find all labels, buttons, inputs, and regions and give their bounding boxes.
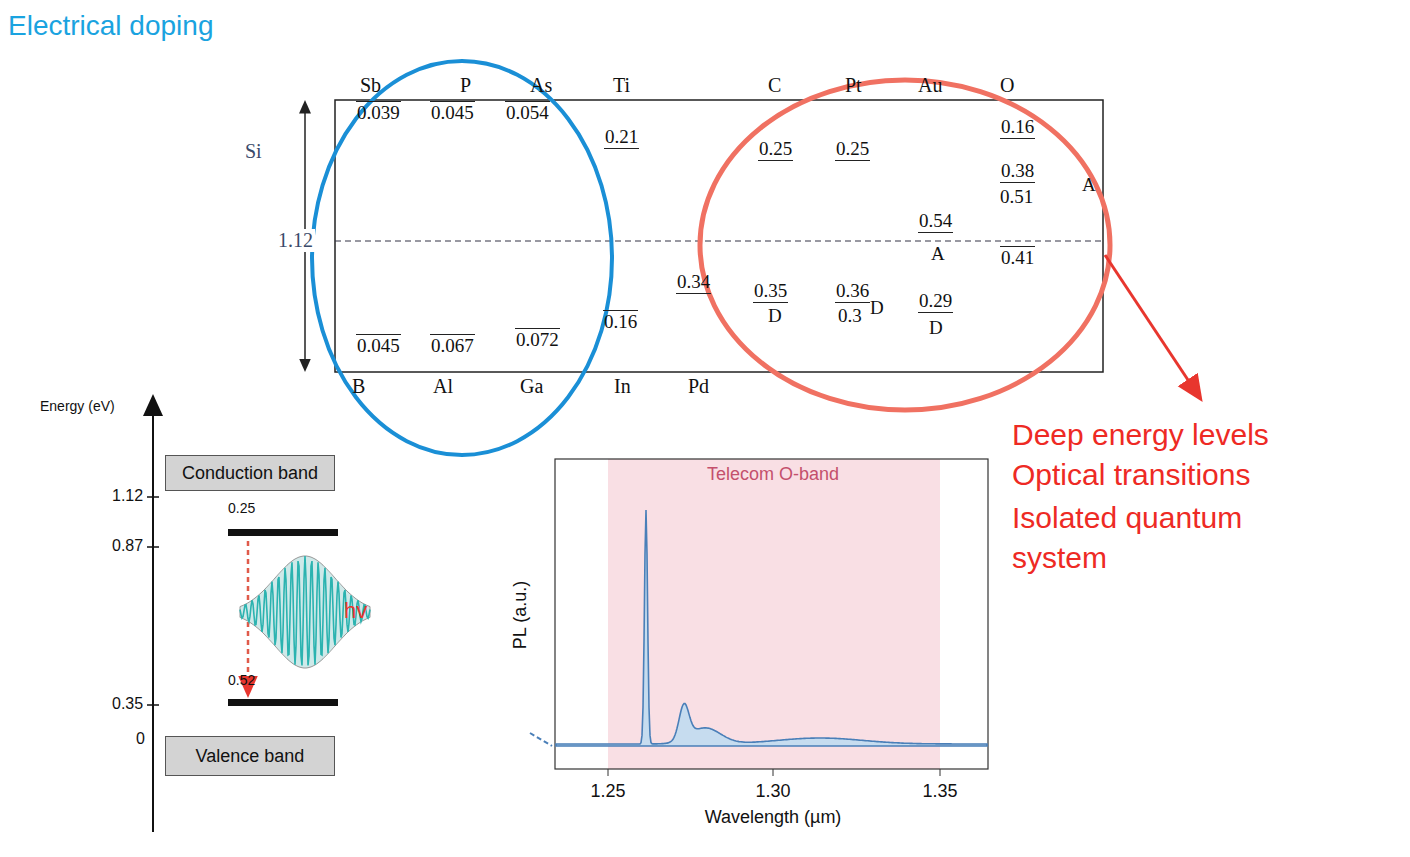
level-value: 0.54 (918, 210, 953, 233)
band-name: Valence band (196, 746, 305, 767)
tick-label: 1.12 (112, 487, 143, 505)
spectrum-tail (530, 733, 552, 746)
element: In (614, 375, 631, 398)
o-band (608, 459, 940, 769)
level-label: 0.52 (228, 672, 255, 688)
level-value: 0.29 (918, 290, 953, 313)
level-value: 0.054 (505, 101, 550, 124)
element: Pd (688, 375, 709, 398)
level-label: 0.25 (228, 500, 255, 516)
element: P (460, 74, 471, 97)
level-value: 0.25 (758, 138, 793, 161)
element: O (1000, 74, 1014, 97)
level-value: 0.3 (838, 305, 862, 327)
level-value: 0.072 (515, 328, 560, 351)
band-box: Valence band (165, 736, 335, 776)
band-name: Conduction band (182, 463, 318, 484)
level-value: 0.51 (1000, 186, 1033, 208)
level-value: 0.34 (676, 271, 711, 294)
level-type: D (768, 305, 782, 327)
element: Al (433, 375, 453, 398)
shallow-ellipse (312, 61, 612, 455)
table-frame (335, 100, 1103, 372)
title: Electrical doping (8, 10, 213, 42)
pl-spectrum (556, 510, 987, 746)
tick-label: 1.25 (590, 781, 625, 802)
level-value: 0.21 (604, 126, 639, 149)
tick-label: 1.30 (755, 781, 790, 802)
callout-text: Optical transitions (1012, 458, 1250, 493)
gap-value: 1.12 (276, 229, 315, 252)
callout-arrow (1105, 255, 1196, 392)
element: C (768, 74, 781, 97)
tick-label: 0.35 (112, 695, 143, 713)
level-value: 0.16 (603, 310, 638, 333)
upper-level (228, 529, 338, 536)
level-value: 0.41 (1000, 246, 1035, 269)
energy-axis (152, 404, 154, 832)
band-label: Telecom O-band (707, 464, 839, 485)
element: Au (918, 74, 942, 97)
tick-label: 0 (136, 730, 145, 748)
axis-title: Wavelength (µm) (705, 807, 842, 828)
element: Ti (613, 74, 630, 97)
level-type: A (931, 243, 945, 265)
level-value: 0.36 (835, 280, 870, 303)
plot-frame (555, 459, 988, 769)
tick-label: 1.35 (922, 781, 957, 802)
element: Sb (360, 74, 381, 97)
callout-text: Deep energy levels (1012, 418, 1269, 453)
axis-title: PL (a.u.) (510, 581, 531, 649)
level-value: 0.039 (356, 101, 401, 124)
element: As (530, 74, 552, 97)
level-value: 0.35 (753, 280, 788, 303)
level-value: 0.25 (835, 138, 870, 161)
level-value: 0.38 (1000, 160, 1035, 183)
level-type: D (929, 317, 943, 339)
axis-title: Energy (eV) (40, 398, 115, 414)
wave-packet (240, 556, 370, 665)
lower-level (228, 699, 338, 706)
tick-label: 0.87 (112, 537, 143, 555)
callout-text: Isolated quantum system (1012, 498, 1342, 578)
element: B (352, 375, 365, 398)
wave-envelope (240, 556, 370, 668)
level-value: 0.067 (430, 334, 475, 357)
band-box: Conduction band (165, 455, 335, 491)
material: Si (245, 140, 262, 163)
level-value: 0.045 (430, 101, 475, 124)
level-type: D (870, 297, 884, 319)
level-value: 0.16 (1000, 116, 1035, 139)
deep-ellipse (700, 80, 1110, 410)
level-type: A (1082, 174, 1096, 196)
level-value: 0.045 (356, 334, 401, 357)
photon-label: hv (344, 598, 367, 623)
element: Ga (520, 375, 543, 398)
element: Pt (845, 74, 862, 97)
midgap-line (335, 240, 1103, 241)
